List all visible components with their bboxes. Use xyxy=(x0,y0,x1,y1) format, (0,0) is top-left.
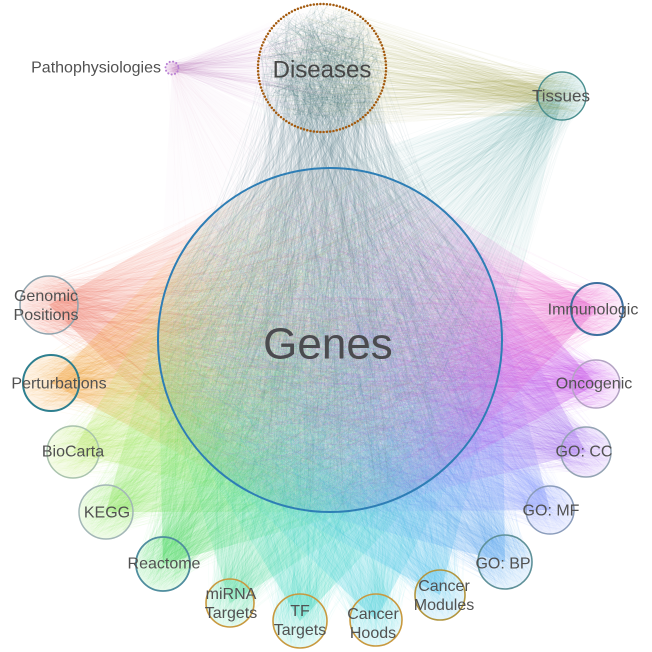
edge-wedge-pathophysiologies-diseases xyxy=(172,4,386,132)
node-oncogenic-label: Oncogenic xyxy=(556,376,633,393)
node-genomic-positions-label: Positions xyxy=(14,307,79,324)
node-diseases[interactable] xyxy=(256,2,388,134)
node-biocarta[interactable] xyxy=(46,425,100,479)
chords-diseases xyxy=(259,4,386,130)
node-mirna-targets-label: Targets xyxy=(205,605,257,622)
node-immunologic[interactable] xyxy=(570,282,624,336)
node-tf-targets-label: Targets xyxy=(274,622,326,639)
node-cancer-modules[interactable] xyxy=(414,569,466,621)
node-go-mf[interactable] xyxy=(525,485,575,535)
node-go-cc[interactable] xyxy=(560,426,612,478)
node-biocarta-label: BioCarta xyxy=(42,444,104,461)
node-oncogenic[interactable] xyxy=(571,359,621,409)
node-tf-targets[interactable] xyxy=(272,593,328,649)
node-go-cc-label: GO: CC xyxy=(556,444,613,461)
node-reactome[interactable] xyxy=(135,536,191,592)
node-cancer-hoods[interactable] xyxy=(349,593,403,647)
node-cancer-modules-label: Modules xyxy=(414,597,474,614)
node-tissues[interactable] xyxy=(537,71,587,121)
node-kegg-label: KEGG xyxy=(84,505,130,522)
node-cancer-modules-label: Cancer xyxy=(418,578,470,595)
node-reactome-label: Reactome xyxy=(128,556,201,573)
node-genomic-positions-label: Genomic xyxy=(14,288,78,305)
node-tissues-label: Tissues xyxy=(532,87,590,106)
node-perturbations-label: Perturbations xyxy=(11,376,106,393)
node-pathophysiologies[interactable] xyxy=(164,60,180,76)
node-immunologic-label: Immunologic xyxy=(548,302,639,319)
node-genes-label: Genes xyxy=(263,320,393,369)
node-genes[interactable] xyxy=(157,167,503,513)
node-diseases-label: Diseases xyxy=(273,57,372,84)
node-cancer-hoods-label: Hoods xyxy=(350,625,396,642)
node-perturbations[interactable] xyxy=(22,354,80,412)
node-mirna-targets-label: miRNA xyxy=(206,586,257,603)
node-pathophysiologies-label: Pathophysiologies xyxy=(31,60,161,77)
edge-bundle-pathophysiologies-diseases xyxy=(165,13,384,125)
node-kegg[interactable] xyxy=(78,484,134,540)
node-go-bp[interactable] xyxy=(477,534,533,590)
node-cancer-hoods-label: Cancer xyxy=(347,606,399,623)
edge-wedge-pathophysiologies-genes xyxy=(158,68,502,512)
node-go-mf-label: GO: MF xyxy=(523,503,580,520)
node-tf-targets-label: TF xyxy=(290,603,310,620)
node-genomic-positions[interactable] xyxy=(19,275,79,335)
node-go-bp-label: GO: BP xyxy=(475,556,530,573)
node-mirna-targets[interactable] xyxy=(205,578,255,628)
